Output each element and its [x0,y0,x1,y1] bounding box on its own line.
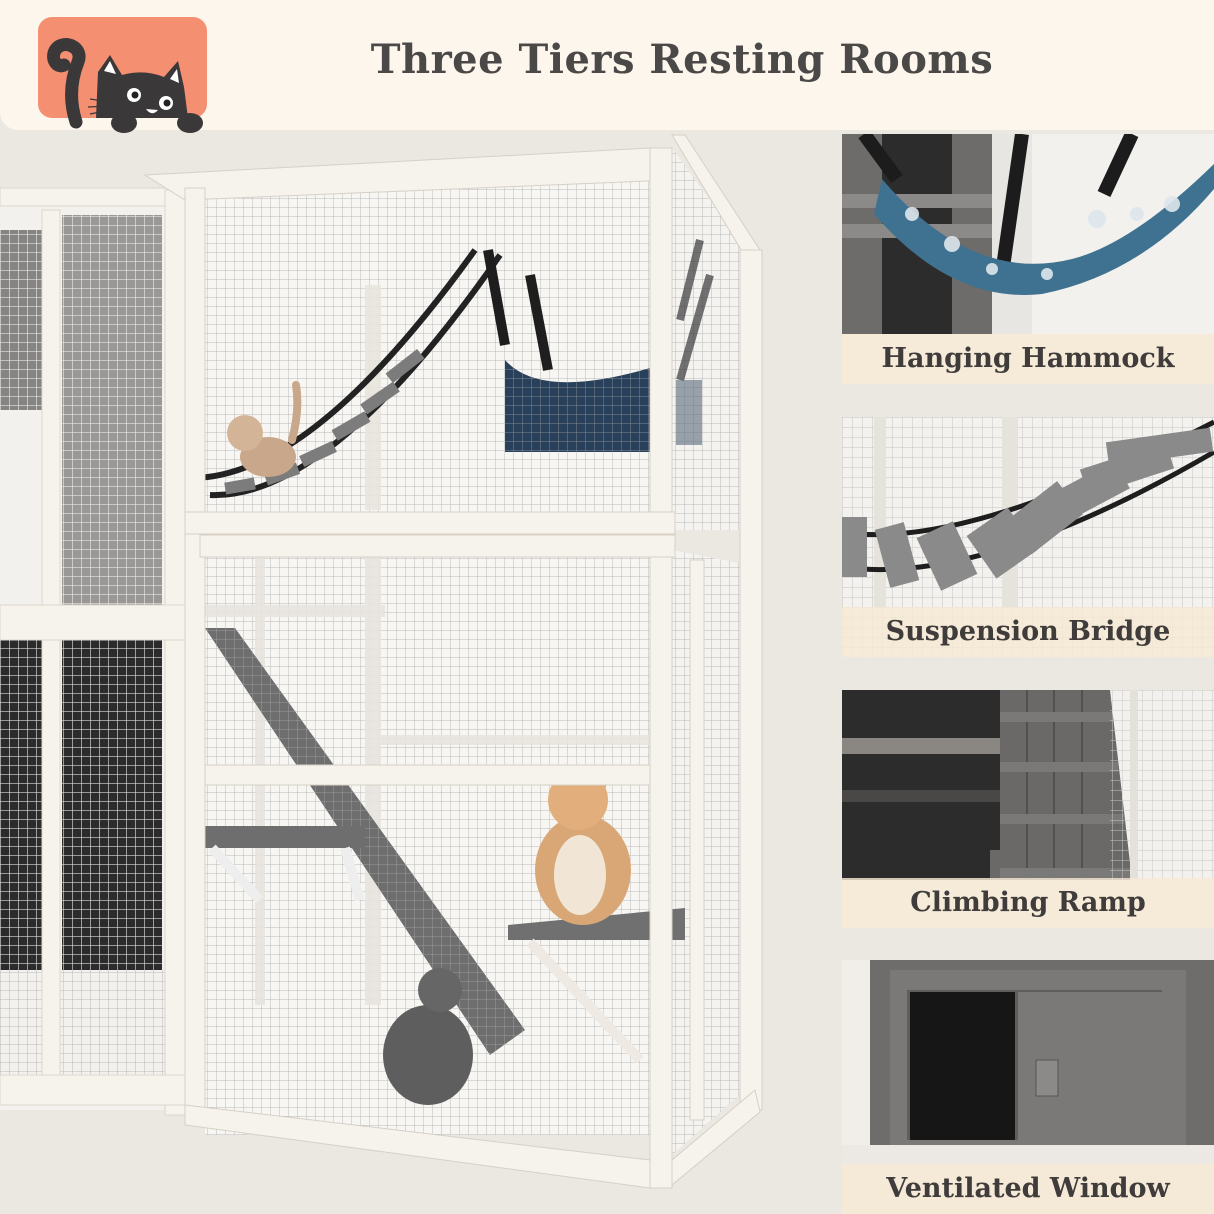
platform [508,908,685,1064]
feature-caption: Ventilated Window [842,1164,1214,1214]
peeking-cat-icon [47,38,203,133]
suspension-bridge [189,248,503,499]
cat-enclosure-photo [0,130,830,1214]
header-banner: Three Tiers Resting Rooms [0,0,1214,133]
feature-panel-hanging-hammock: Hanging Hammock [842,134,1214,384]
feature-panel-climbing-ramp: Climbing Ramp [842,690,1214,928]
logo-badge [38,17,207,133]
kitten [227,381,302,477]
feature-panel-ventilated-window: Ventilated Window [842,960,1214,1214]
hammock-photo [842,134,1214,384]
feature-panel-suspension-bridge: Suspension Bridge [842,417,1214,657]
feature-caption: Climbing Ramp [842,878,1214,928]
page-title: Three Tiers Resting Rooms [370,36,994,83]
feature-caption: Hanging Hammock [842,334,1214,384]
feature-caption: Suspension Bridge [842,607,1214,657]
hanging-hammock [483,239,714,452]
gray-cat [383,968,473,1105]
